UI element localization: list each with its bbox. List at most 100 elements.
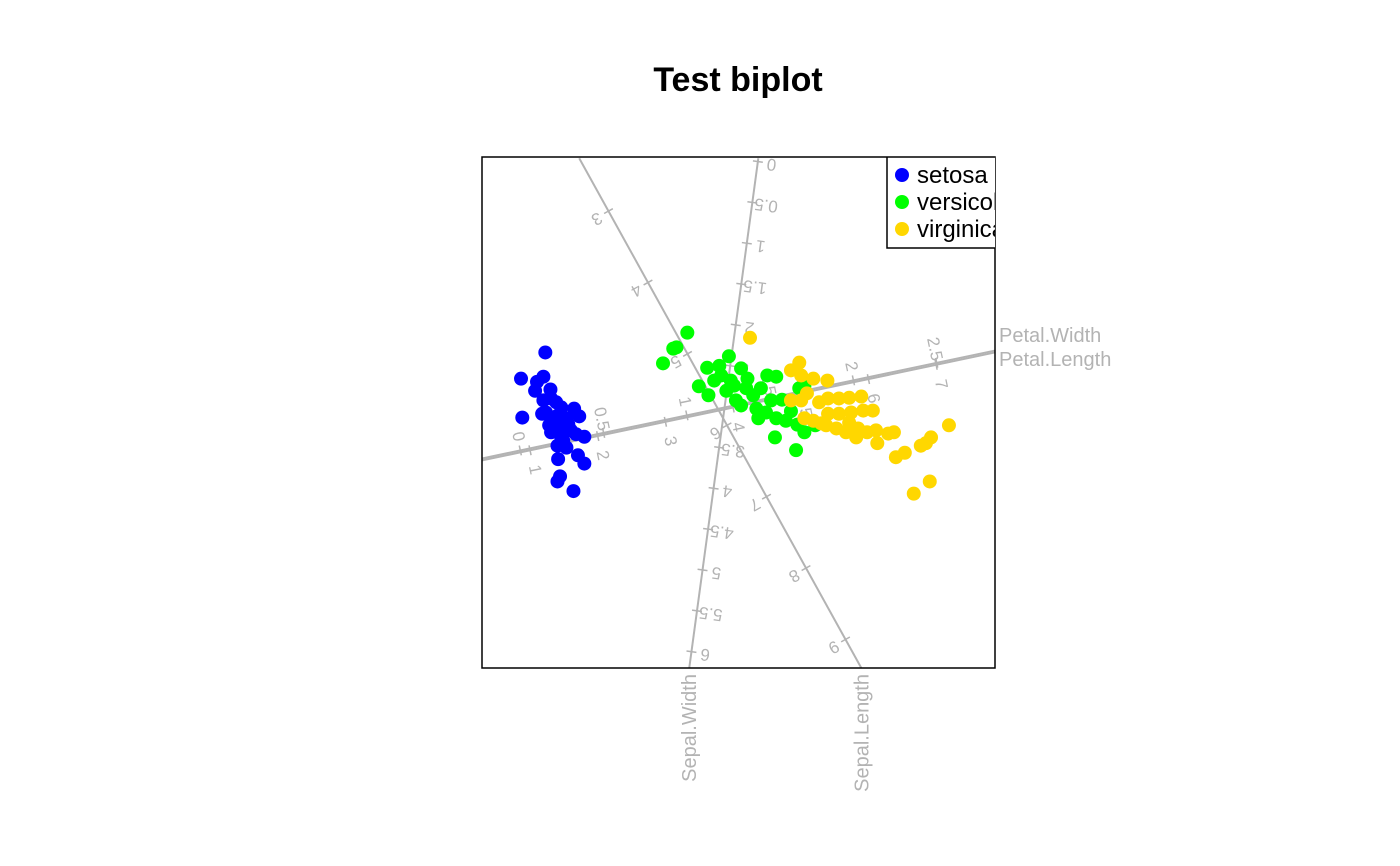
point-virginica xyxy=(743,330,758,345)
point-virginica xyxy=(821,406,836,421)
point-setosa xyxy=(572,409,587,424)
tick-label: 4.5 xyxy=(709,521,735,543)
axis-label: Sepal.Width xyxy=(679,674,701,782)
series-virginica xyxy=(743,330,956,501)
tick-label: 8 xyxy=(786,565,803,586)
point-versicolor xyxy=(753,381,768,396)
point-versicolor xyxy=(734,398,749,413)
point-virginica xyxy=(906,486,921,501)
point-virginica xyxy=(799,386,814,401)
axis-tick xyxy=(518,445,523,456)
point-setosa xyxy=(544,425,559,440)
legend-item-virginica: virginica xyxy=(895,216,1006,243)
point-virginica xyxy=(856,403,871,418)
point-versicolor xyxy=(656,356,671,371)
point-virginica xyxy=(820,373,835,388)
tick-label: 3 xyxy=(660,435,681,448)
tick-label: 9 xyxy=(825,637,842,658)
axis-tick xyxy=(682,350,693,357)
tick-label: 2 xyxy=(593,449,614,462)
series-setosa xyxy=(514,345,592,499)
point-versicolor xyxy=(700,360,715,375)
axis-petal-length: 1234567Petal.Length xyxy=(481,349,1111,476)
point-virginica xyxy=(806,371,821,386)
legend-marker xyxy=(895,195,909,209)
point-virginica xyxy=(842,415,857,430)
axis-tick xyxy=(686,650,697,654)
tick-label: 6 xyxy=(863,392,884,405)
axis-tick xyxy=(601,427,606,438)
point-versicolor xyxy=(721,349,736,364)
tick-label: 4 xyxy=(627,280,644,301)
point-virginica xyxy=(886,425,901,440)
point-setosa xyxy=(561,417,576,432)
axis-tick xyxy=(761,493,772,500)
axis-tick xyxy=(703,527,714,531)
axis-tick xyxy=(747,200,758,204)
point-setosa xyxy=(569,427,584,442)
point-virginica xyxy=(870,436,885,451)
legend-marker xyxy=(895,222,909,236)
tick-label: 6 xyxy=(699,644,711,664)
axis-line xyxy=(578,157,863,669)
biplot-axes: 00.511.5253.544.555.56Sepal.Width3456789… xyxy=(481,154,1111,792)
point-versicolor xyxy=(783,404,798,419)
legend-label: setosa xyxy=(917,162,988,189)
legend-item-setosa: setosa xyxy=(895,162,988,189)
point-setosa xyxy=(566,484,581,499)
legend-label: virginica xyxy=(917,216,1006,243)
tick-label: 5.5 xyxy=(698,603,724,625)
axis-tick xyxy=(741,241,752,245)
point-setosa xyxy=(551,452,566,467)
point-setosa xyxy=(556,433,571,448)
tick-label: 3.5 xyxy=(720,439,746,461)
axis-label: Petal.Width xyxy=(999,325,1101,347)
tick-label: 3 xyxy=(588,208,605,229)
point-versicolor xyxy=(691,379,706,394)
tick-label: 1 xyxy=(675,395,696,408)
axis-tick xyxy=(643,279,653,286)
tick-label: 2 xyxy=(744,318,756,338)
tick-label: 0 xyxy=(508,430,529,443)
axis-tick xyxy=(603,208,614,215)
series-versicolor xyxy=(656,325,823,458)
axis-tick xyxy=(663,416,668,427)
tick-label: 2 xyxy=(841,360,862,373)
point-virginica xyxy=(831,391,846,406)
point-setosa xyxy=(577,456,592,471)
tick-label: 2.5 xyxy=(923,335,946,362)
tick-label: 0.5 xyxy=(753,194,779,216)
legend-item-versicolor: versicolor xyxy=(895,189,995,216)
tick-label: 0.5 xyxy=(590,405,613,432)
point-setosa xyxy=(547,413,562,428)
legend-marker xyxy=(895,168,909,182)
point-setosa xyxy=(535,406,550,421)
axis-tick xyxy=(730,323,741,327)
tick-label: 1 xyxy=(525,463,546,476)
point-versicolor xyxy=(751,411,766,426)
point-versicolor xyxy=(701,388,716,403)
point-virginica xyxy=(922,474,937,489)
tick-label: 4 xyxy=(728,420,749,433)
tick-label: 1.5 xyxy=(742,276,768,298)
plot-frame xyxy=(481,156,996,669)
point-versicolor xyxy=(797,425,812,440)
axis-tick xyxy=(801,564,811,572)
axis-tick xyxy=(934,357,939,368)
point-setosa xyxy=(536,369,551,384)
point-setosa xyxy=(528,383,543,398)
tick-label: 1 xyxy=(755,236,767,256)
tick-label: 7 xyxy=(931,378,952,391)
point-virginica xyxy=(821,391,836,406)
point-virginica xyxy=(842,390,857,405)
point-virginica xyxy=(865,403,880,418)
point-setosa xyxy=(515,410,530,425)
axis-tick xyxy=(714,446,725,449)
point-virginica xyxy=(854,389,869,404)
axis-tick xyxy=(708,486,719,490)
axis-tick xyxy=(528,445,532,456)
axis-tick xyxy=(840,636,851,643)
